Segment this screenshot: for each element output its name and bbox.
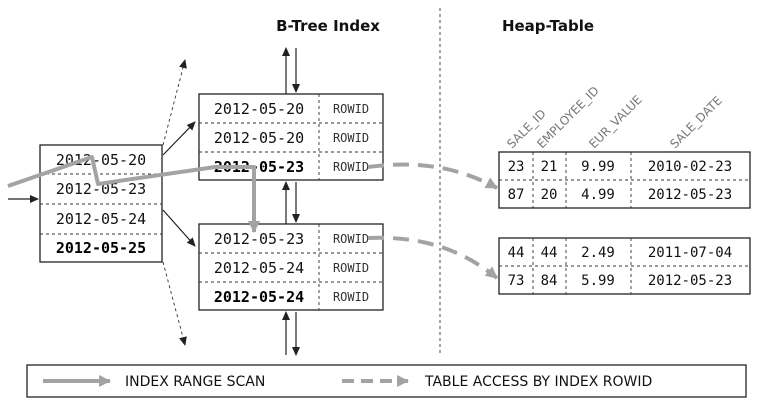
leaf-date: 2012-05-24 (214, 288, 304, 306)
heap-cell: 2.49 (581, 245, 615, 261)
heap-cell: 2012-05-23 (648, 273, 732, 289)
heap-block-2: 44 44 2.49 2011-07-04 73 84 5.99 2012-05… (498, 237, 751, 295)
heap-cell: 44 (541, 245, 558, 261)
legend-range-scan-label: INDEX RANGE SCAN (125, 374, 265, 390)
branch-node: 2012-05-20 2012-05-23 2012-05-24 2012-05… (39, 144, 163, 263)
heap-cell: 20 (541, 187, 558, 203)
heap-table-title: Heap-Table (502, 17, 594, 35)
branch-entry: 2012-05-25 (56, 239, 146, 257)
table-access-path (367, 235, 499, 280)
heap-cell: 2012-05-23 (648, 187, 732, 203)
heap-column-header: SALE_DATE (667, 93, 725, 151)
leaf-rowid: ROWID (333, 261, 369, 275)
heap-cell: 9.99 (581, 159, 615, 175)
heap-column-header: EUR_VALUE (586, 93, 645, 152)
heap-cell: 84 (541, 273, 558, 289)
heap-cell: 5.99 (581, 273, 615, 289)
branch-arrow-down (162, 209, 196, 247)
leaf-date: 2012-05-24 (214, 259, 304, 277)
heap-cell: 2011-07-04 (648, 245, 732, 261)
table-access-path (367, 162, 498, 190)
leaf-rowid: ROWID (333, 131, 369, 145)
leaf-node-top: 2012-05-20 2012-05-20 2012-05-23 ROWID R… (198, 93, 384, 181)
leaf-node-bottom: 2012-05-23 2012-05-24 2012-05-24 ROWID R… (198, 223, 384, 311)
legend-table-access-label: TABLE ACCESS BY INDEX ROWID (424, 374, 652, 390)
leaf-date: 2012-05-23 (214, 158, 304, 176)
branch-arrow-lower (162, 261, 187, 346)
leaf-date: 2012-05-20 (214, 100, 304, 118)
branch-entry: 2012-05-24 (56, 210, 146, 228)
heap-block-1: 23 21 9.99 2010-02-23 87 20 4.99 2012-05… (498, 151, 751, 209)
heap-cell: 21 (541, 159, 558, 175)
heap-cell: 73 (508, 273, 525, 289)
btree-index-title: B-Tree Index (276, 17, 380, 35)
branch-entry: 2012-05-23 (56, 180, 146, 198)
leaf-rowid: ROWID (333, 160, 369, 174)
leaf-rowid: ROWID (333, 232, 369, 246)
leaf-date: 2012-05-23 (214, 230, 304, 248)
branch-arrow-up (162, 121, 196, 156)
heap-cell: 4.99 (581, 187, 615, 203)
legend: INDEX RANGE SCAN TABLE ACCESS BY INDEX R… (26, 364, 747, 398)
heap-cell: 23 (508, 159, 525, 175)
leaf-date: 2012-05-20 (214, 129, 304, 147)
leaf-rowid: ROWID (333, 102, 369, 116)
branch-arrow-upper (162, 59, 187, 146)
index-range-scan-path (7, 155, 260, 233)
branch-entry: 2012-05-20 (56, 151, 146, 169)
leaf-rowid: ROWID (333, 290, 369, 304)
heap-cell: 44 (508, 245, 525, 261)
heap-cell: 2010-02-23 (648, 159, 732, 175)
heap-cell: 87 (508, 187, 525, 203)
